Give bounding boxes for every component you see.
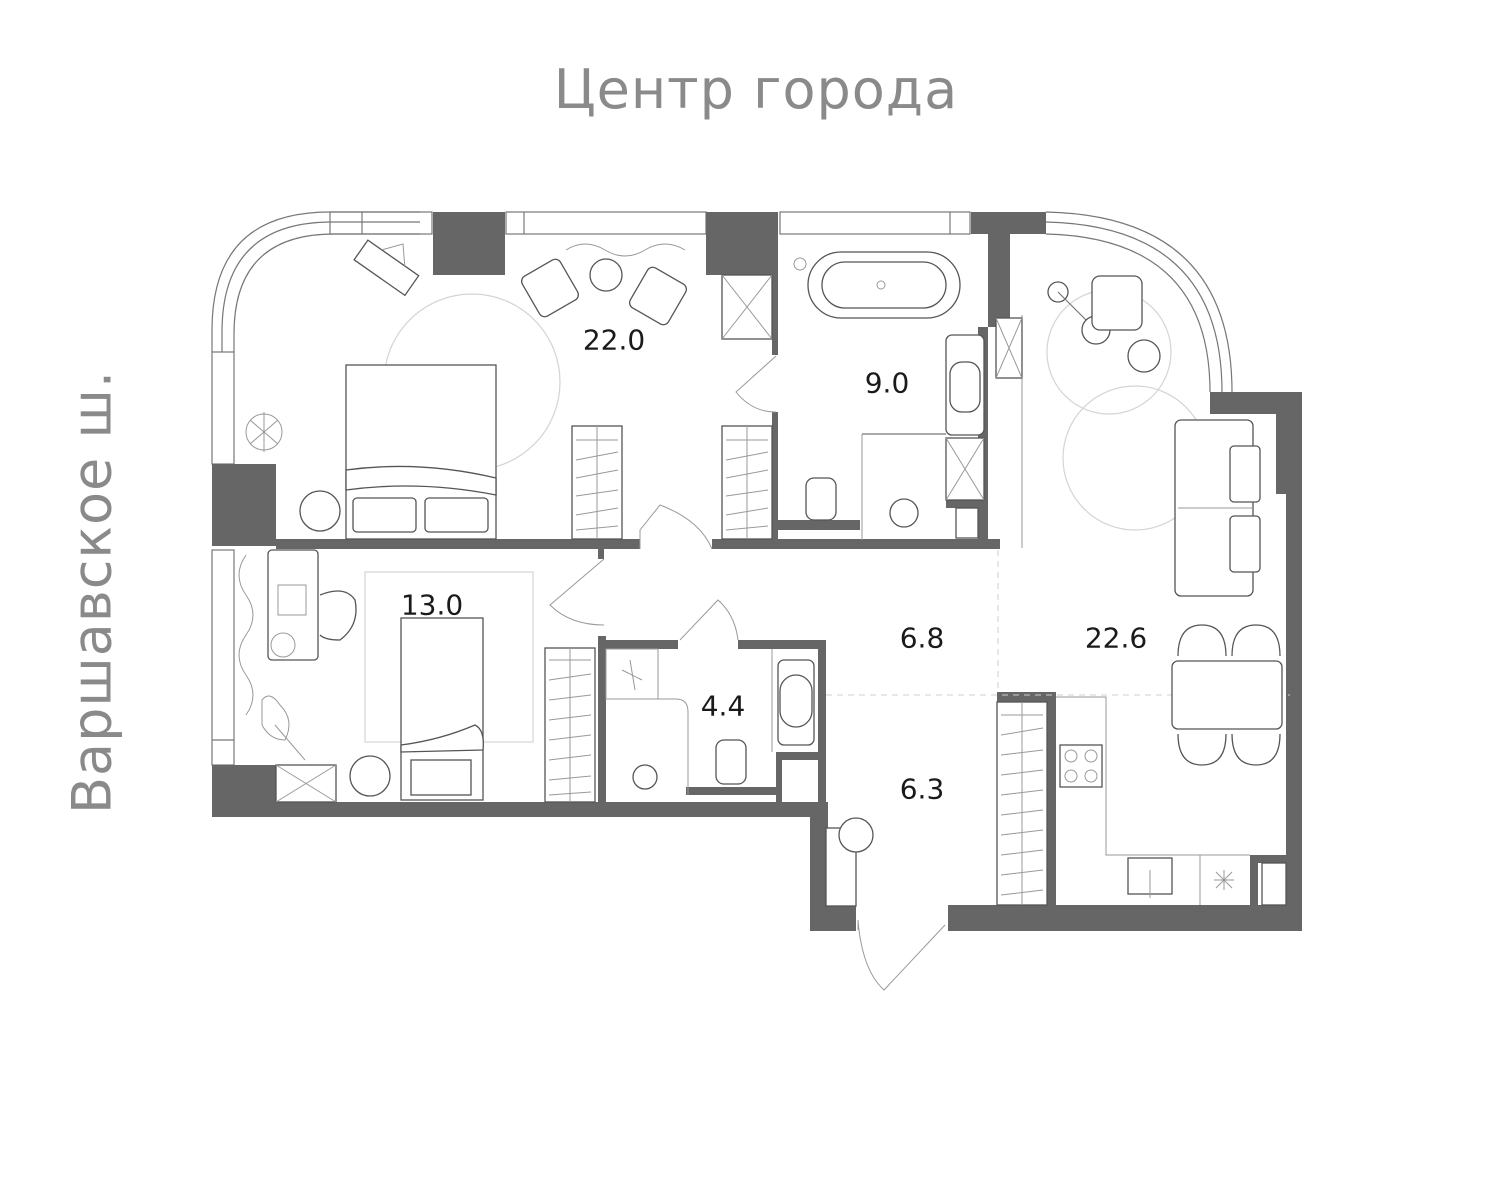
entrance-furniture	[825, 701, 1048, 907]
orientation-label-city-center: Центр города	[553, 58, 959, 121]
bedroom-furniture	[245, 239, 773, 540]
room-area-guest-bathroom: 4.4	[700, 689, 746, 723]
room-area-kitchen-living: 22.6	[1084, 621, 1148, 655]
doors	[549, 355, 946, 991]
room-area-children-room: 13.0	[400, 588, 464, 622]
bathroom-furniture	[793, 251, 1023, 540]
children-room-furniture	[238, 549, 596, 803]
walls	[212, 212, 1302, 931]
kitchen-living-furniture	[1047, 275, 1287, 906]
room-area-hallway: 6.8	[899, 621, 945, 655]
room-area-bedroom: 22.0	[582, 323, 646, 357]
facade-windows	[211, 211, 1233, 766]
room-area-entrance-hall: 6.3	[899, 772, 945, 806]
guest-bathroom-furniture	[605, 648, 815, 795]
room-area-bathroom: 9.0	[864, 366, 910, 400]
